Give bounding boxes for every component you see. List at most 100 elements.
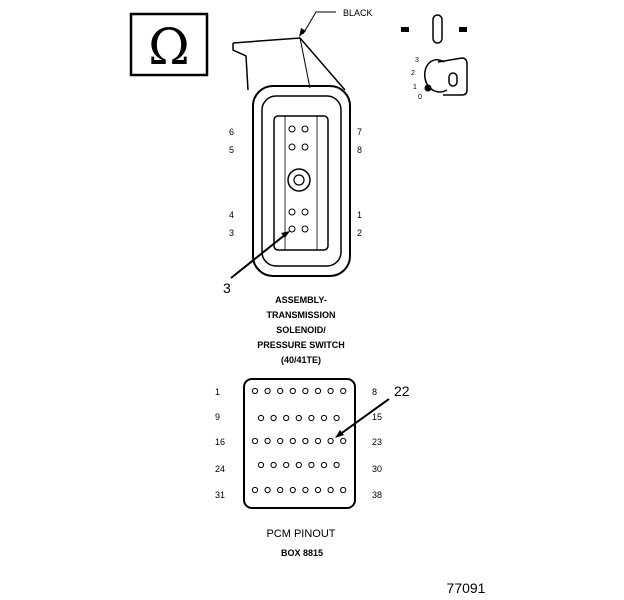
pcm-row-label-right-5: 38 [372,490,382,500]
pcm-pin-34 [289,486,296,494]
solenoid-pin-1 [301,208,309,216]
pcm-pin-10 [270,414,277,422]
pin-label-2: 2 [357,228,362,238]
pcm-pin-19 [289,437,296,445]
pcm-pin-27 [295,461,302,469]
connector-outer-shell [252,85,351,277]
off-marker-left [401,27,409,32]
pcm-pin-9 [257,414,265,422]
solenoid-pin-7 [301,125,309,133]
pcm-callout: 22 [335,383,410,438]
pcm-connector-body [243,378,356,509]
ohmmeter-symbol-frame [129,12,209,77]
solenoid-pin-5 [288,143,296,151]
pcm-pin-15 [333,414,340,422]
pin-label-4: 4 [229,210,234,220]
pcm-pin-13 [308,414,315,422]
solenoid-callout-leader [230,233,287,279]
ignition-switch-icon: 3 2 1 0 [401,14,468,101]
pcm-pin-38 [340,486,347,494]
pcm-pin-17 [264,437,271,445]
pin-label-1: 1 [357,210,362,220]
pcm-pin-7 [327,387,334,395]
pcm-pin-11 [283,414,290,422]
pcm-pin-6 [314,387,322,395]
arrow-head-icon [281,231,290,238]
pcm-title: PCM PINOUT [266,528,335,540]
solenoid-callout-number: 3 [223,280,231,296]
pcm-pin-37 [327,486,334,494]
pcm-pin-18 [277,437,284,445]
pcm-row-label-left-4: 24 [215,464,225,474]
ignition-pos-0: 0 [418,94,422,101]
center-bolt-head [293,174,305,186]
connector-pins [288,125,309,233]
pcm-connector [243,378,356,509]
ignition-pos-2: 2 [411,70,415,77]
pcm-callout-number: 22 [394,383,410,399]
pin-label-7: 7 [357,127,362,137]
solenoid-pin-4 [288,208,296,216]
key-head [437,57,468,96]
pcm-pin-26 [283,461,290,469]
ignition-pos-1: 1 [413,84,417,91]
wire-callout-leader [302,11,336,35]
pcm-pin-31 [251,486,259,494]
solenoid-pin-2 [301,225,309,233]
off-marker-right [459,27,467,32]
pcm-pin-1 [251,387,259,395]
pin-label-8: 8 [357,145,362,155]
solenoid-pin-6 [288,125,296,133]
solenoid-connector [232,37,351,277]
arrow-head-icon [299,28,306,37]
wire-lead [232,37,346,91]
pcm-pin-32 [264,486,271,494]
pcm-row-label-right-3: 23 [372,437,382,447]
pcm-pin-35 [302,486,309,494]
pcm-row-label-right-1: 8 [372,387,377,397]
solenoid-pin-8 [301,143,309,151]
connector-inner-shell [261,95,342,267]
wire-sleeve-line [299,37,311,89]
pcm-pin-4 [289,387,296,395]
pcm-row-label-left-3: 16 [215,437,225,447]
pcm-subtitle: BOX 8815 [281,548,323,558]
pcm-row-label-left-5: 31 [215,490,225,500]
ohm-symbol-icon: Ω [148,18,189,76]
pcm-pin-grid [251,387,347,494]
pcm-row-label-left-2: 9 [215,412,220,422]
solenoid-pin-3 [288,225,296,233]
pcm-callout-leader [338,398,390,436]
solenoid-title-line-4: PRESSURE SWITCH [257,340,345,350]
solenoid-callout: 3 [223,231,290,296]
pin-label-6: 6 [229,127,234,137]
pcm-pin-12 [295,414,302,422]
pin-label-5: 5 [229,145,234,155]
pcm-row-label-right-4: 30 [372,464,382,474]
ignition-pos-3: 3 [415,57,419,64]
pcm-pin-36 [314,486,322,494]
arrow-head-icon [335,430,344,438]
key-position-dot [424,84,432,92]
pcm-pin-22 [327,437,334,445]
ohmmeter-symbol: Ω [129,12,209,77]
pcm-pin-23 [340,437,347,445]
pcm-pin-29 [320,461,328,469]
pcm-pin-21 [314,437,322,445]
center-bolt [287,168,311,192]
pcm-pin-28 [308,461,315,469]
pcm-row-label-right-2: 15 [372,412,382,422]
pcm-pin-20 [302,437,309,445]
solenoid-title-line-2: TRANSMISSION [266,310,335,320]
connector-pin-face [273,115,329,251]
figure-number: 77091 [447,580,486,596]
pcm-pin-24 [257,461,265,469]
pin-label-3: 3 [229,228,234,238]
pcm-pin-33 [277,486,284,494]
key-cylinder [424,59,448,93]
solenoid-title-line-1: ASSEMBLY- [275,295,327,305]
pcm-row-label-left-1: 1 [215,387,220,397]
solenoid-title-line-5: (40/41TE) [281,355,321,365]
solenoid-title: ASSEMBLY- TRANSMISSION SOLENOID/ PRESSUR… [257,295,345,365]
